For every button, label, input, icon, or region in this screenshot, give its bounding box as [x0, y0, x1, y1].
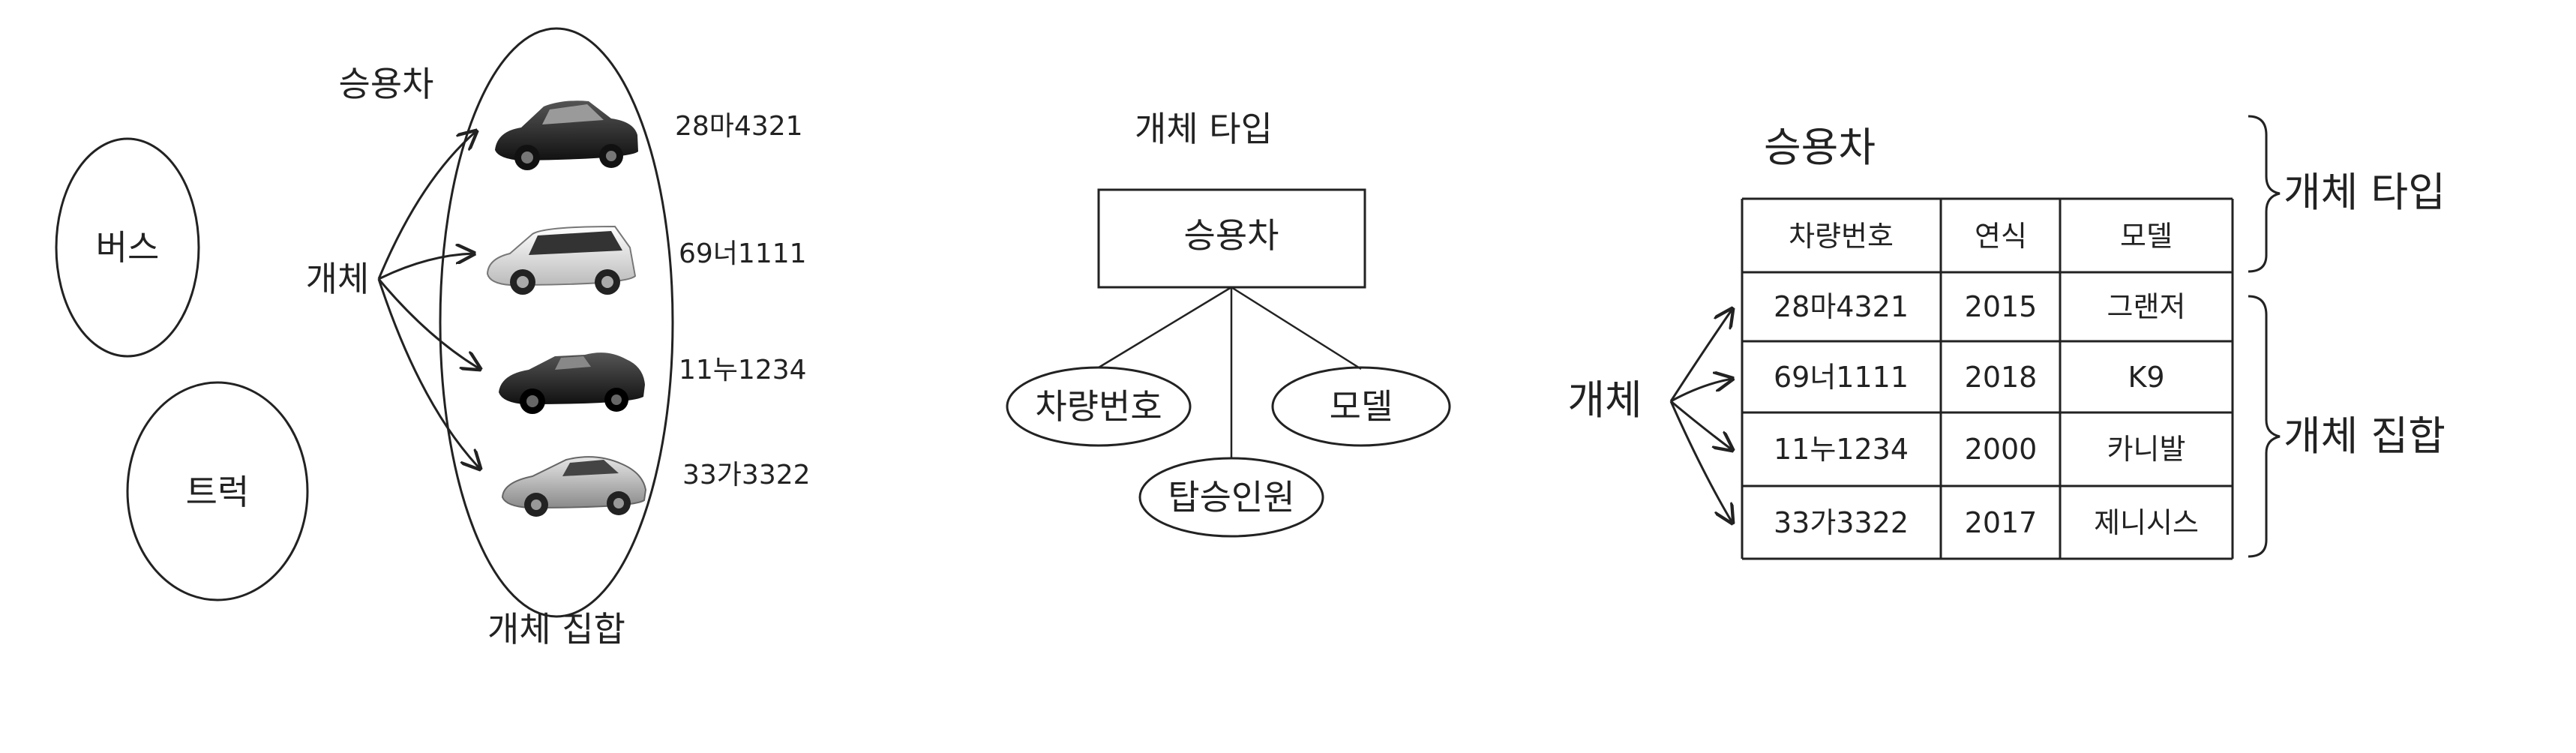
entity-set-label: 개체 집합 — [487, 609, 625, 650]
car-icon-black-convertible — [499, 352, 645, 414]
bus-ellipse — [55, 137, 200, 358]
row-arrows — [1669, 309, 1732, 523]
cell-r3-model: 카니발 — [2107, 433, 2186, 466]
cell-r1-plate: 28마4321 — [1774, 290, 1909, 323]
plate-3: 11누1234 — [679, 355, 807, 386]
cell-r1-model: 그랜저 — [2107, 290, 2186, 323]
entity-label: 개체 — [306, 259, 370, 299]
cell-r4-year: 2017 — [1965, 506, 2038, 539]
table-title: 승용차 — [1764, 124, 1876, 171]
plate-1: 28마4321 — [675, 111, 803, 142]
car-table — [1741, 197, 2234, 560]
entity-type-box-label: 승용차 — [1184, 215, 1279, 256]
entity-set-bracket — [2248, 295, 2281, 558]
entity-type-bracket — [2248, 115, 2281, 273]
entity-type-label: 개체 타입 — [1135, 109, 1273, 149]
car-icon-silver-coupe — [501, 456, 647, 517]
cell-r3-year: 2000 — [1965, 433, 2038, 466]
table-entity-label: 개체 — [1567, 376, 1642, 424]
entity-set-ellipse — [439, 27, 674, 618]
attribute-model — [1271, 366, 1451, 447]
header-vehicle-number: 차량번호 — [1789, 220, 1894, 253]
plate-2: 69너1111 — [679, 238, 807, 269]
header-model: 모델 — [2120, 220, 2173, 253]
header-year: 연식 — [1975, 220, 2027, 253]
car-icon-white-wagon — [486, 225, 637, 295]
cell-r4-plate: 33가3322 — [1774, 506, 1909, 539]
car-icon-black-sedan — [495, 100, 638, 170]
cell-r2-year: 2018 — [1965, 361, 2038, 394]
cell-r1-year: 2015 — [1965, 290, 2038, 323]
passenger-car-label: 승용차 — [339, 64, 434, 104]
attribute-passengers-label: 탑승인원 — [1168, 477, 1294, 518]
attribute-vehicle-number — [1006, 366, 1192, 447]
entity-arrows — [377, 131, 480, 469]
attribute-passengers — [1138, 457, 1324, 538]
cell-r4-model: 제니시스 — [2094, 506, 2199, 539]
entity-set-bracket-label: 개체 집합 — [2284, 412, 2446, 460]
attribute-model-label: 모델 — [1330, 386, 1393, 427]
cell-r2-plate: 69너1111 — [1774, 361, 1909, 394]
entity-type-bracket-label: 개체 타입 — [2284, 169, 2446, 216]
cell-r2-model: K9 — [2128, 361, 2164, 394]
bus-label: 버스 — [96, 227, 160, 268]
cell-r3-plate: 11누1234 — [1774, 433, 1909, 466]
truck-label: 트럭 — [186, 472, 250, 512]
plate-4: 33가3322 — [682, 460, 811, 490]
truck-ellipse — [126, 381, 309, 602]
attribute-vehicle-number-label: 차량번호 — [1035, 386, 1162, 427]
attribute-connectors — [1098, 286, 1362, 458]
